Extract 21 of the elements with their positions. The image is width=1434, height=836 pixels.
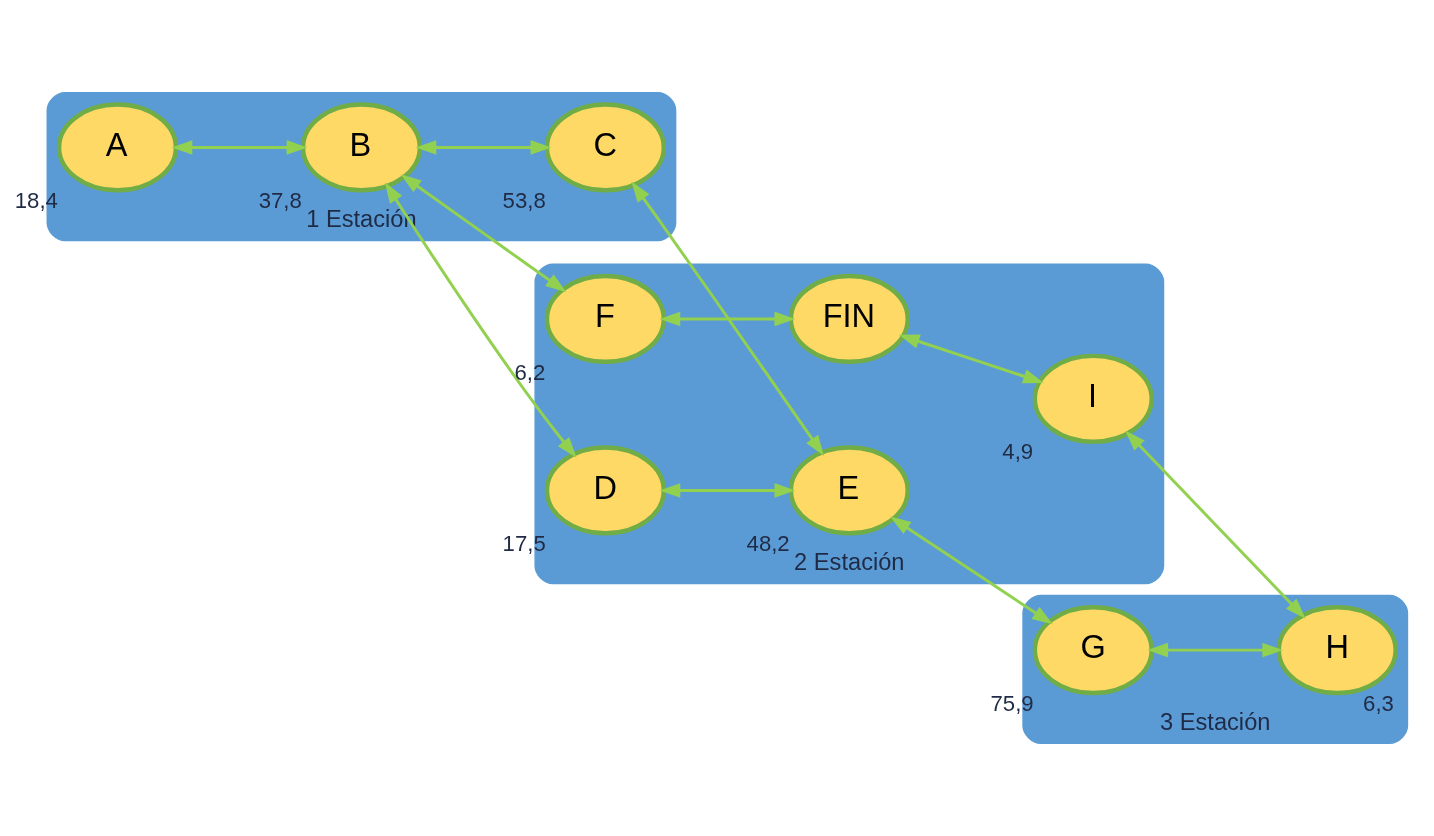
node-ellipse: I (1032, 353, 1154, 444)
arrow (1125, 430, 1306, 619)
arrow (171, 140, 308, 155)
node-label: 53,8 (502, 188, 546, 214)
arrow (1147, 642, 1284, 658)
node-label: 4,9 (1002, 439, 1034, 465)
arrow (415, 140, 552, 155)
node-ellipse: A (56, 102, 179, 193)
node-label: 37,8 (258, 188, 302, 214)
node-label: 48,2 (746, 531, 790, 557)
node-ellipse: C (544, 102, 666, 193)
arrow (898, 334, 1044, 384)
node-ellipse: FIN (788, 273, 910, 365)
arrow (631, 181, 824, 456)
arrow (400, 174, 567, 293)
arrow (890, 516, 1053, 625)
arrow (384, 182, 577, 458)
arrow (659, 311, 796, 327)
arrow (659, 483, 796, 498)
node-ellipse: D (544, 445, 666, 536)
node-ellipse: H (1276, 605, 1398, 696)
